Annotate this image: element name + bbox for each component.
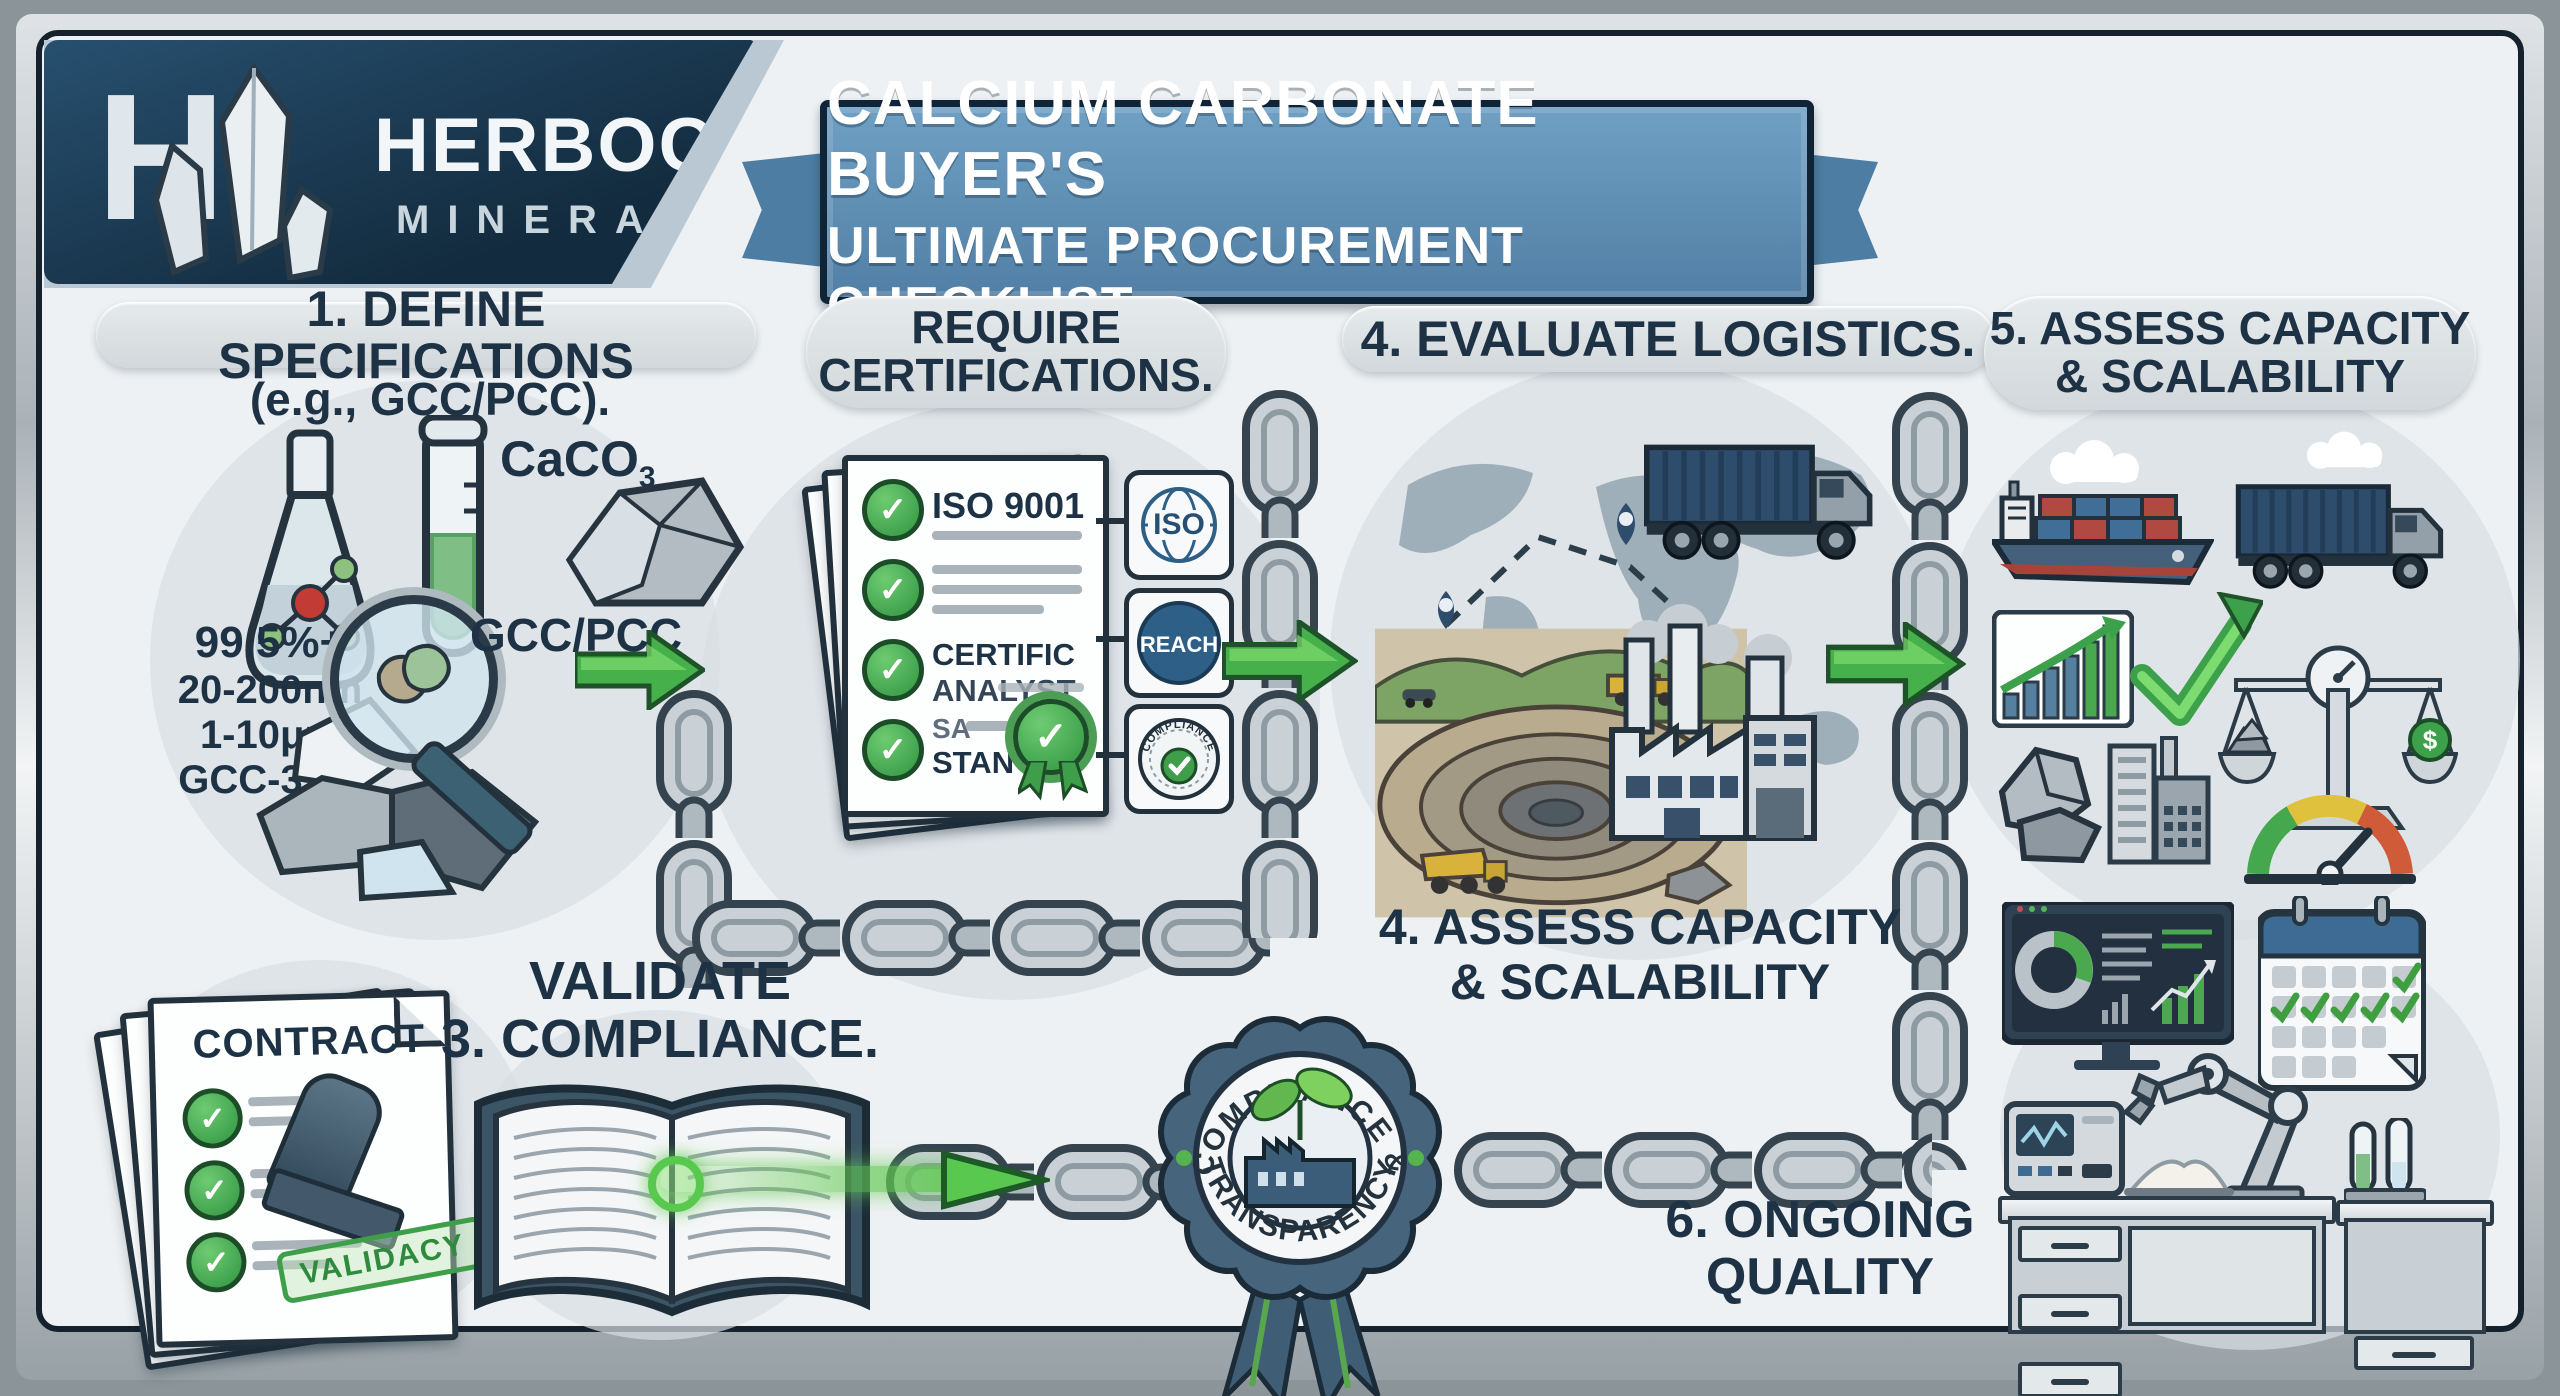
growth-chart-icon — [1992, 610, 2134, 728]
dashboard-monitor-icon — [2002, 902, 2234, 1070]
glow-arrow-shaft — [660, 1166, 960, 1192]
badge-connector — [1096, 752, 1126, 758]
cargo-ship-icon — [1992, 480, 2214, 586]
doc-line — [966, 721, 1052, 731]
formula-label: CaCO3 — [500, 431, 656, 494]
delivery-truck-icon — [2235, 484, 2444, 589]
step3-heading-line1: VALIDATE — [529, 951, 791, 1011]
chain-bottom-horizontal — [690, 896, 1270, 980]
checklist-item1: ISO 9001 — [932, 485, 1085, 526]
step6-line2: QUALITY — [1705, 1248, 1935, 1307]
logo-banner: H HERBOCAL MINERALS — [44, 40, 754, 284]
contract-check-2: ✓ — [183, 1159, 246, 1222]
big-check-arrow-icon — [2130, 592, 2263, 726]
contract-check-3: ✓ — [185, 1231, 248, 1294]
doc-line — [932, 531, 1082, 540]
test-tubes-rack-icon — [2344, 1118, 2426, 1204]
step5-heading-line2: & SCALABILITY — [2054, 350, 2406, 402]
title-line1: CALCIUM CARBONATE BUYER'S — [827, 69, 1539, 209]
buildings-icon — [2107, 736, 2211, 865]
rock-icon — [565, 477, 745, 607]
check-icon-1: ✓ — [862, 479, 924, 541]
badge-connector — [1096, 518, 1126, 524]
step1-heading-pill: 1. DEFINE SPECIFICATIONS — [96, 283, 756, 387]
drawer — [2018, 1294, 2122, 1330]
badge-connector — [1096, 636, 1126, 642]
arrow-right-3-icon — [1826, 622, 1966, 706]
step4-note: 4. ASSESS CAPACITY & SCALABILITY — [1370, 900, 1910, 1010]
doc-line — [932, 585, 1082, 594]
check-icon-3: ✓ — [862, 639, 924, 701]
step2-heading-pill: REQUIRE CERTIFICATIONS. — [806, 296, 1226, 408]
step5-heading-pill: 5. ASSESS CAPACITY & SCALABILITY — [1984, 296, 2476, 410]
drawer — [2354, 1336, 2474, 1370]
logistics-truck-icon — [1644, 444, 1873, 560]
factory-icon — [1609, 604, 1817, 841]
robot-arm-icon — [2122, 1053, 2308, 1207]
checklist-document: ✓ ISO 9001 ✓ ✓ CERTIFIC ANALYST ✓ SA STA… — [842, 455, 1109, 817]
rocks-icon — [1998, 746, 2103, 864]
contract-check-1: ✓ — [181, 1087, 244, 1150]
iso-badge-label: ISO — [1153, 508, 1205, 541]
step6-line1: 6. ONGOING — [1665, 1191, 1975, 1249]
step2-heading-line2: CERTIFICATIONS. — [818, 349, 1214, 401]
compliance-stamp-badge: COMPLIANCE — [1124, 704, 1234, 814]
step3-heading-line2: 3. COMPLIANCE. — [440, 1009, 880, 1070]
check-icon-4: ✓ — [862, 719, 924, 781]
analyzer-machine-icon — [2004, 1101, 2125, 1197]
chain-lower-right-horizontal — [1452, 1128, 1932, 1212]
step6-heading: 6. ONGOING QUALITY — [1660, 1191, 1980, 1307]
step4-note-line2: & SCALABILITY — [1449, 954, 1831, 1010]
step3-heading: VALIDATE 3. COMPLIANCE. — [420, 952, 900, 1069]
cabinet-door — [2128, 1226, 2316, 1326]
drawer — [2018, 1362, 2122, 1396]
reach-badge: REACH — [1124, 588, 1234, 698]
cloud-icon — [2306, 431, 2383, 469]
compliance-transparency-badge: COMPLIANCE & TRANSPARENCY — [1158, 1016, 1442, 1396]
step2-heading-line1: REQUIRE — [911, 301, 1121, 354]
arrow-right-1-icon — [575, 630, 705, 710]
contract-document: CONTRACT ✓ ✓ ✓ VALIDACY — [147, 990, 491, 1348]
check-icon-2: ✓ — [862, 559, 924, 621]
car-icon — [1402, 689, 1436, 708]
chain-right-vertical — [1888, 390, 1972, 1170]
title-banner: CALCIUM CARBONATE BUYER'S ULTIMATE PROCU… — [820, 69, 1814, 335]
arrow-right-2-icon — [1222, 620, 1358, 702]
crystal-icon — [152, 62, 334, 280]
spec-purity: 99.5%+ — [194, 618, 346, 667]
checklist-item4-top: SA — [932, 713, 971, 744]
glow-arrow-origin — [648, 1156, 704, 1212]
cloud-icon — [2050, 440, 2139, 484]
doc-line — [932, 565, 1082, 574]
magnifier-icon — [330, 595, 498, 763]
doc-line — [998, 683, 1084, 692]
powder-pile-icon — [2124, 1159, 2234, 1196]
checklist-item4: STAN — [932, 745, 1015, 780]
contract-title: CONTRACT — [192, 1016, 426, 1067]
step5-heading-line1: 5. ASSESS CAPACITY — [1989, 302, 2471, 355]
step4-heading: 4. EVALUATE LOGISTICS. — [1360, 311, 1976, 367]
calendar-icon — [2258, 896, 2426, 1091]
reach-badge-label: REACH — [1140, 632, 1218, 657]
gauge-icon — [2244, 794, 2416, 885]
doc-line — [932, 605, 1044, 614]
lab-bench-body-right — [2344, 1218, 2486, 1334]
step4-note-line1: 4. ASSESS CAPACITY — [1378, 899, 1902, 955]
checklist-item3-line1: CERTIFIC — [932, 637, 1075, 672]
step1-heading: 1. DEFINE SPECIFICATIONS — [218, 281, 634, 389]
glow-arrow-head-icon — [941, 1150, 1050, 1210]
dump-truck-bottom-icon — [1419, 847, 1508, 894]
step4-heading-pill: 4. EVALUATE LOGISTICS. — [1342, 306, 1994, 372]
award-ribbons-icon — [1018, 761, 1088, 801]
iso-badge: ISO — [1124, 470, 1234, 580]
drawer — [2018, 1226, 2122, 1262]
money-symbol: $ — [2423, 725, 2438, 755]
